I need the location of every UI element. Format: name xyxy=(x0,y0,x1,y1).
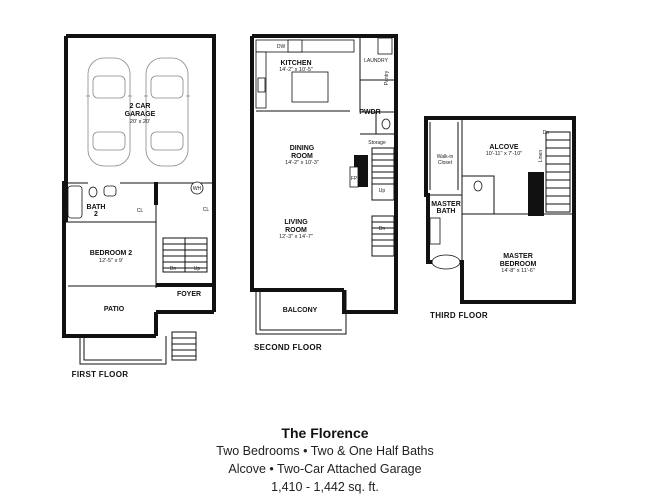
balcony-rail xyxy=(255,290,347,335)
plan-square-footage: 1,410 - 1,442 sq. ft. xyxy=(271,480,379,494)
third-floor-plan: Walk-in Closet ALCOVE 10'-11" x 7'-10" D… xyxy=(424,116,576,320)
first-floor-plan: 2 CAR GARAGE 20' x 20' BATH 2 CL CL WH B… xyxy=(62,34,216,379)
storage-label: Storage xyxy=(368,140,386,146)
third-floor-title: THIRD FLOOR xyxy=(430,311,488,320)
powder-toilet xyxy=(381,118,391,130)
dining-label-2: ROOM xyxy=(291,153,313,160)
garage-car-left xyxy=(86,57,132,167)
master-toilet xyxy=(473,180,483,192)
balcony-label: BALCONY xyxy=(283,307,318,314)
third-floor-stairs-dn: Dn xyxy=(543,130,550,136)
second-floor-stairs-up: Up xyxy=(379,188,386,194)
second-floor-plan: DW KITCHEN 14'-2" x 10'-5" LAUNDRY Pantr… xyxy=(250,34,398,352)
second-floor-stairs-dn: Dn xyxy=(379,226,386,232)
entry-steps xyxy=(171,331,197,361)
dishwasher-label: DW xyxy=(277,44,286,50)
front-porch-rail xyxy=(79,336,167,365)
plan-subtitle-rooms: Two Bedrooms • Two & One Half Baths xyxy=(216,444,434,458)
walkin-label-2: Closet xyxy=(438,160,453,166)
garage-dim: 20' x 20' xyxy=(130,119,150,125)
patio-label: PATIO xyxy=(104,306,125,313)
first-floor-stairs-up: Up xyxy=(194,266,201,272)
plan-subtitle-features: Alcove • Two-Car Attached Garage xyxy=(228,462,422,476)
second-floor-inner-wall xyxy=(256,36,394,135)
first-floor-wall-segments xyxy=(64,182,214,314)
master-bath-label: MASTER xyxy=(431,201,461,208)
first-floor-title: FIRST FLOOR xyxy=(72,370,129,379)
master-vanity xyxy=(429,217,441,245)
kitchen-counters xyxy=(255,39,355,109)
closet-label-a: CL xyxy=(137,208,144,214)
washer-dryer xyxy=(377,37,393,55)
garage-label-2: GARAGE xyxy=(125,111,156,118)
water-heater-icon xyxy=(190,181,204,195)
master-bedroom-label-2: BEDROOM xyxy=(500,261,537,268)
first-floor-stairs xyxy=(162,237,208,273)
master-tub xyxy=(431,254,461,270)
second-floor-title: SECOND FLOOR xyxy=(254,343,322,352)
living-label-2: ROOM xyxy=(285,227,307,234)
bedroom2-label: BEDROOM 2 xyxy=(90,250,133,257)
bath2-label: BATH xyxy=(87,204,106,211)
powder-room-label: PWDR xyxy=(359,109,380,116)
dining-dim: 14'-2" x 10'-3" xyxy=(285,160,319,166)
alcove-dim: 10'-11" x 7'-10" xyxy=(486,151,523,157)
fireplace-label: FP xyxy=(351,176,358,182)
second-floor-outer-wall xyxy=(250,34,398,314)
first-floor-stairs-dn: Dn xyxy=(170,266,177,272)
foyer-label: FOYER xyxy=(177,291,201,298)
alcove-label: ALCOVE xyxy=(489,144,519,151)
master-bedroom-label: MASTER xyxy=(503,253,533,260)
fireplace-hearth xyxy=(349,166,359,188)
kitchen-dim: 14'-2" x 10'-5" xyxy=(279,67,313,73)
garage-label: 2 CAR xyxy=(129,103,150,110)
water-heater-label: WH xyxy=(193,186,202,192)
bath2-tub xyxy=(67,185,83,219)
dining-label: DINING xyxy=(290,145,315,152)
plan-title: The Florence xyxy=(281,425,369,441)
closet-label-b: CL xyxy=(203,207,210,213)
living-dim: 12'-3" x 14'-7" xyxy=(279,234,313,240)
linen-label: Linen xyxy=(538,150,544,162)
second-floor-stairs xyxy=(371,147,395,257)
bedroom2-dim: 12'-5" x 9' xyxy=(99,258,123,264)
garage-car-right xyxy=(144,57,190,167)
master-bedroom-dim: 14'-8" x 11'-6" xyxy=(501,268,534,274)
third-floor-inner-wall xyxy=(428,118,574,262)
third-floor-stairs xyxy=(545,131,571,213)
stair-wall-block xyxy=(528,172,544,216)
kitchen-label: KITCHEN xyxy=(280,60,311,67)
plan-caption: The Florence Two Bedrooms • Two & One Ha… xyxy=(0,424,650,496)
living-label: LIVING xyxy=(284,219,308,226)
master-bath-label-2: BATH xyxy=(437,208,456,215)
walkin-label: Walk-in xyxy=(437,154,454,160)
laundry-label: LAUNDRY xyxy=(364,58,388,64)
bath2-label-2: 2 xyxy=(94,211,98,218)
bath2-sink xyxy=(103,185,117,197)
bath2-toilet xyxy=(88,186,98,198)
pantry-label: Pantry xyxy=(384,70,390,85)
